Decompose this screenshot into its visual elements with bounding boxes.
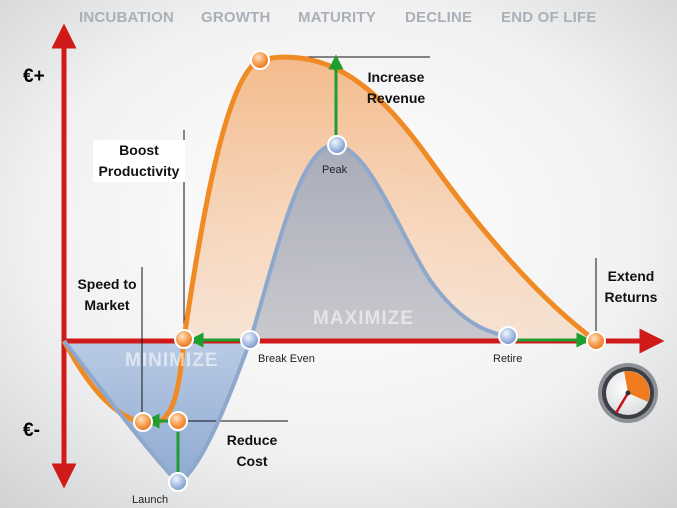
extend-returns-node <box>586 331 606 351</box>
launch-label: Launch <box>132 494 169 506</box>
revenue-peak-node <box>250 50 270 70</box>
reduce-cost-node <box>168 411 188 431</box>
speed-to-market-label: Speed to Market <box>77 276 137 313</box>
extend-returns-label: Extend Returns <box>604 268 658 305</box>
reduce-cost-label: Reduce Cost <box>226 432 278 469</box>
profit-area <box>250 144 508 341</box>
break-even-label: Break Even <box>258 353 315 365</box>
maximize-zone-label: MAXIMIZE <box>313 308 414 329</box>
phase-incubation: INCUBATION <box>79 9 175 26</box>
retire-node <box>498 326 518 346</box>
boost-productivity-label: Boost Productivity <box>93 140 185 182</box>
revenue-break-even-node <box>174 329 194 349</box>
profit-curve <box>62 142 509 486</box>
increase-revenue-label: Increase Revenue <box>366 69 426 106</box>
peak-node <box>327 135 347 155</box>
break-even-node <box>240 330 260 350</box>
phase-end-of-life: END OF LIFE <box>501 9 597 26</box>
speed-to-market-node <box>133 412 153 432</box>
axis-positive-label: €+ <box>23 66 45 87</box>
peak-label: Peak <box>322 164 348 176</box>
phase-maturity: MATURITY <box>298 9 376 26</box>
phase-decline: DECLINE <box>405 9 473 26</box>
timer-icon <box>598 363 658 423</box>
phase-growth: GROWTH <box>201 9 271 26</box>
retire-label: Retire <box>493 353 523 365</box>
axis-negative-label: €- <box>23 420 40 441</box>
minimize-zone-label: MINIMIZE <box>125 350 219 371</box>
launch-node <box>168 472 188 492</box>
